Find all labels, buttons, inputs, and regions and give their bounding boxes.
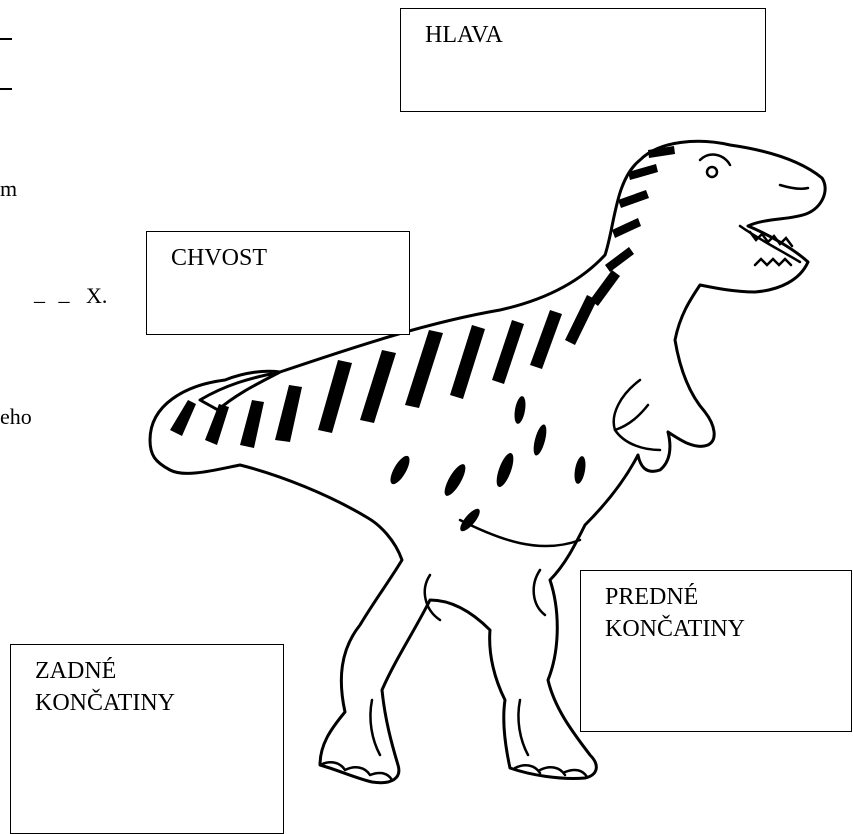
hind-limbs-label-line2: KONČATINY bbox=[35, 687, 283, 719]
hind-limbs-label-line1: ZADNÉ bbox=[35, 655, 283, 687]
tail-label-box: CHVOST bbox=[146, 231, 410, 335]
front-limbs-label-box: PREDNÉ KONČATINY bbox=[580, 570, 852, 732]
head-label-box: HLAVA bbox=[400, 8, 766, 112]
front-limbs-label-line1: PREDNÉ bbox=[605, 581, 851, 613]
tail-label: CHVOST bbox=[171, 242, 409, 274]
hind-limbs-label-box: ZADNÉ KONČATINY bbox=[10, 644, 284, 834]
head-label: HLAVA bbox=[425, 19, 765, 51]
front-limbs-label-line2: KONČATINY bbox=[605, 613, 851, 645]
